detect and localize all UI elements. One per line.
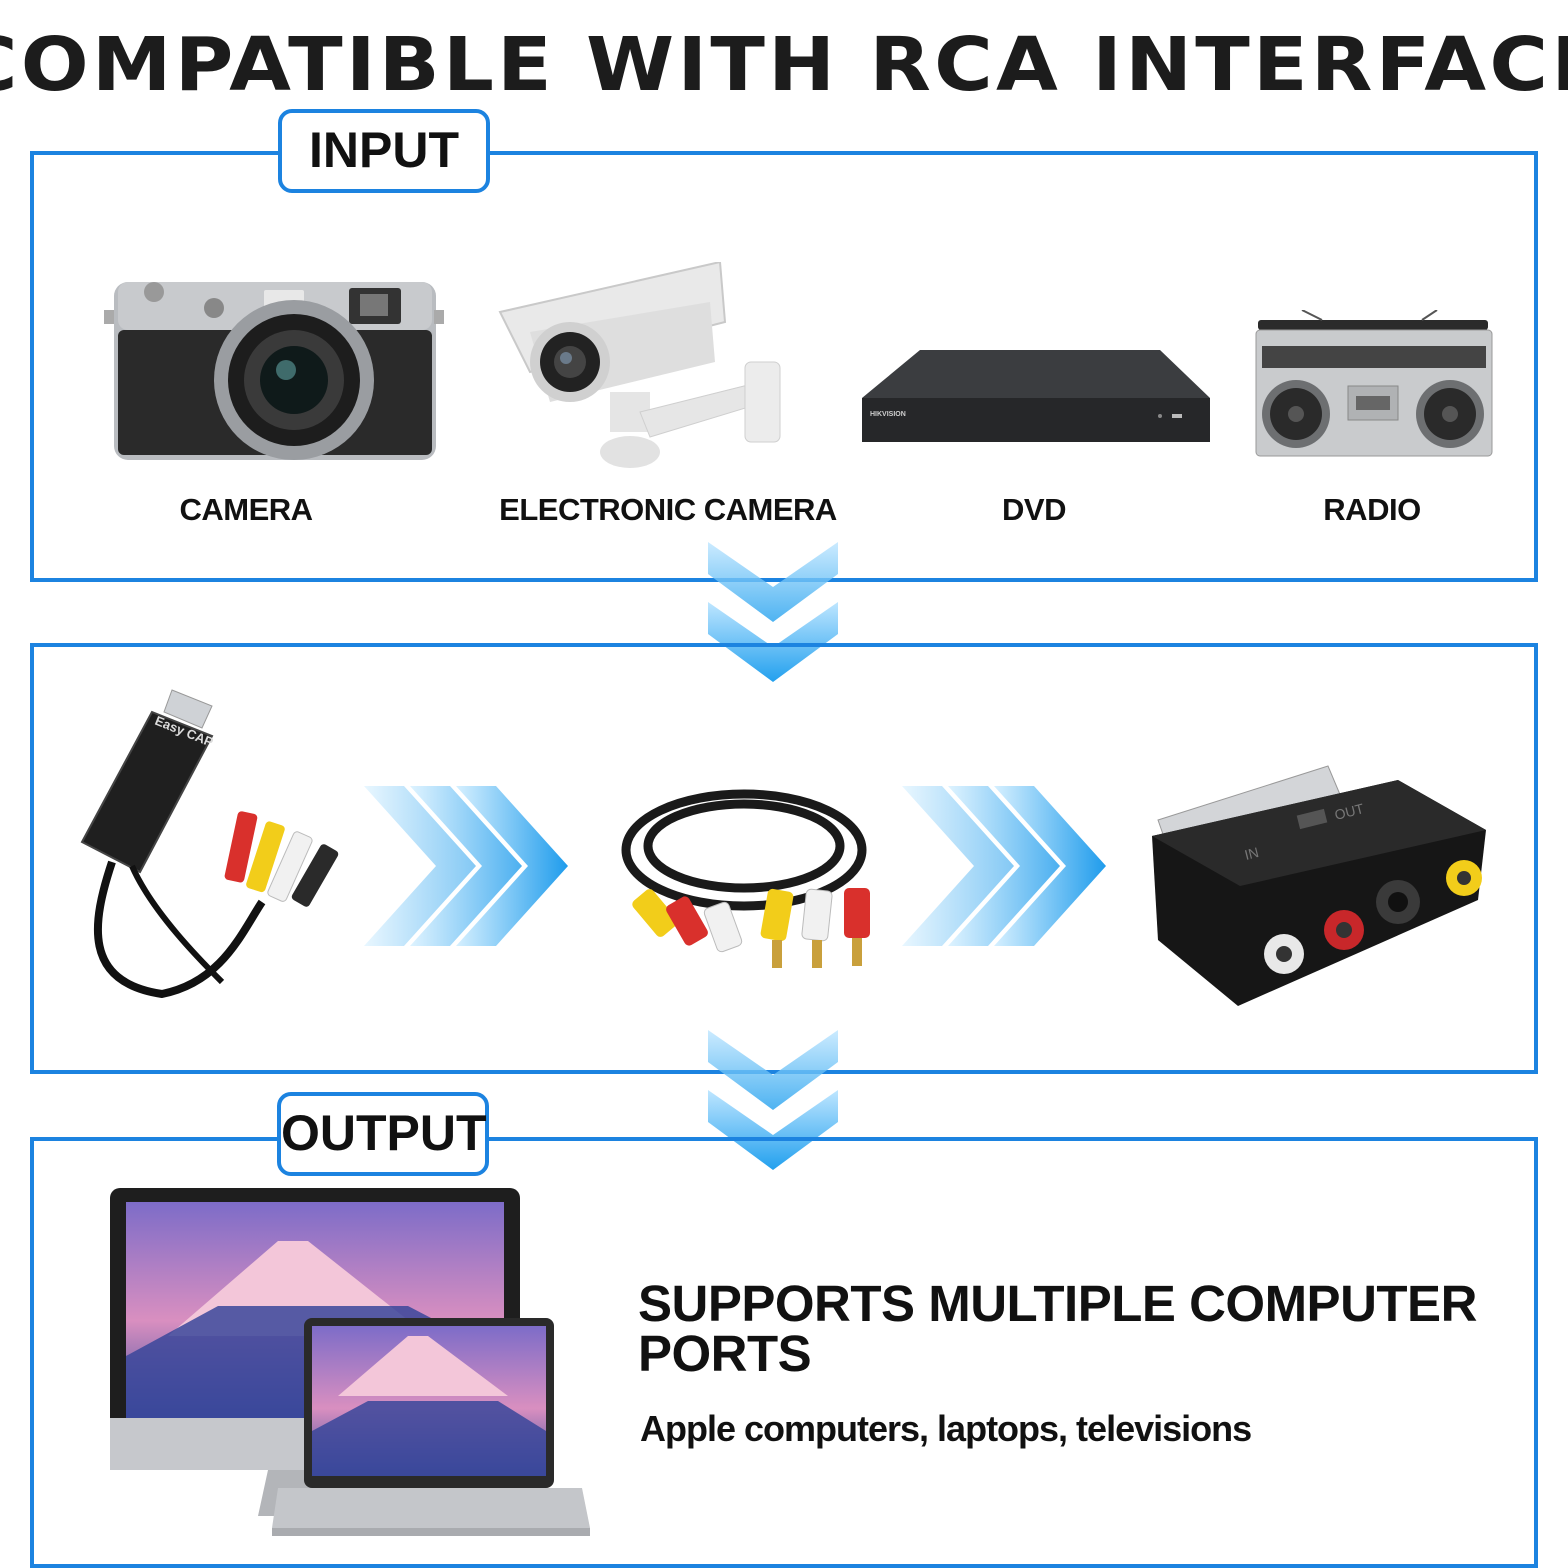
output-subtext: Apple computers, laptops, televisions — [640, 1408, 1252, 1449]
chevron-right-icon — [364, 778, 596, 954]
chevron-down-icon — [708, 532, 838, 694]
camera-image — [104, 270, 444, 470]
dvd-brand: HIKVISION — [870, 411, 906, 418]
output-tag: OUTPUT — [277, 1092, 489, 1176]
chevron-right-icon — [902, 778, 1134, 954]
dvd-label: DVD — [1002, 492, 1066, 527]
monitor-laptop-image — [108, 1186, 590, 1540]
boombox-radio-image — [1252, 310, 1497, 460]
camera-label: CAMERA — [179, 492, 313, 527]
electronic-camera-label: ELECTRONIC CAMERA — [499, 492, 837, 527]
output-panel — [30, 1137, 1538, 1568]
scart-in-mark: IN — [1243, 844, 1260, 863]
rca-av-cable-image — [614, 780, 894, 980]
easycap-usb-adapter-image: Easy CAP — [72, 682, 352, 1002]
scart-adapter-image: IN OUT — [1148, 760, 1490, 1010]
security-camera-image — [490, 262, 790, 472]
radio-label: RADIO — [1323, 492, 1421, 527]
dvd-player-image: HIKVISION — [860, 346, 1212, 446]
input-tag: INPUT — [278, 109, 490, 193]
page-title: COMPATIBLE WITH RCA INTERFACE — [0, 22, 1568, 108]
scart-out-mark: OUT — [1333, 800, 1366, 823]
chevron-down-icon — [708, 1020, 838, 1182]
output-headline-line2: PORTS — [638, 1325, 812, 1382]
output-headline-line1: SUPPORTS MULTIPLE COMPUTER — [638, 1275, 1477, 1332]
